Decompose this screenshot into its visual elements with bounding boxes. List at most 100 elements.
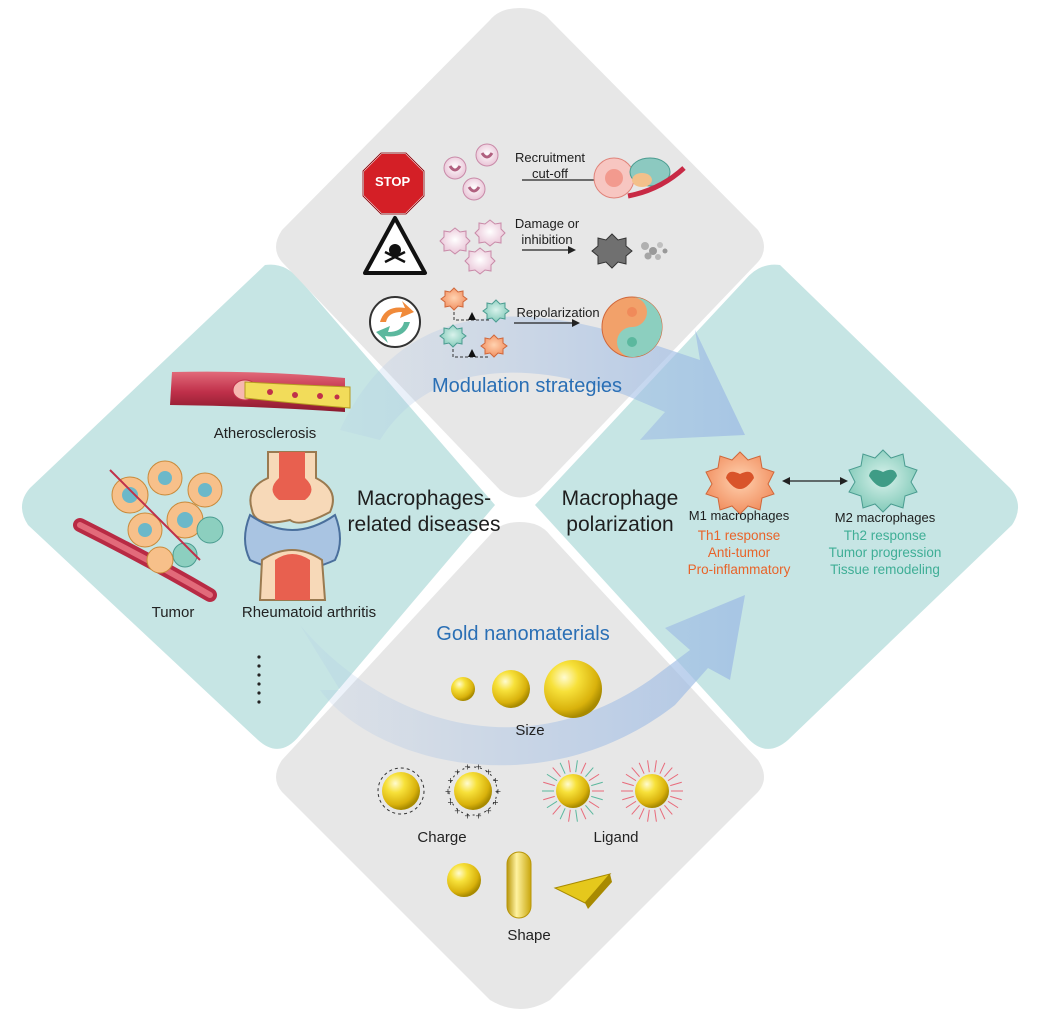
recruitment-cutoff-label: Recruitment cut-off [514, 150, 586, 181]
size-gold-spheres [451, 660, 602, 718]
ligand-ray [638, 808, 645, 820]
ligand-ray [543, 795, 555, 801]
ligand-ray [664, 805, 673, 815]
m1-trait-th1: Th1 response [697, 528, 781, 543]
ligand-ray [575, 760, 578, 773]
charge-gold-spheres: ++++++++++++++ [377, 763, 502, 820]
stop-sign-icon [362, 152, 425, 215]
ligand-ray [631, 805, 640, 815]
ligand-ray [588, 773, 600, 782]
ligand-ray [591, 795, 603, 801]
ligand-ray [580, 762, 587, 774]
charge-plus-mark: + [475, 811, 482, 820]
charge-plus-mark: + [445, 787, 452, 796]
m1-macrophage-icon [705, 451, 775, 515]
shape-gold-particles [447, 851, 612, 919]
more-diseases-ellipsis [257, 655, 261, 704]
m1-macrophages-label: M1 macrophages [688, 508, 790, 523]
ligand-ray [670, 795, 682, 801]
ligand-ray [575, 809, 578, 822]
m1-m2-double-arrow [782, 477, 848, 485]
bottom-flow-arrow [300, 595, 745, 766]
ligand-ray [552, 767, 561, 777]
charge-plus-mark: + [454, 767, 461, 776]
ligand-ray [546, 800, 558, 809]
ligand-ray [546, 773, 558, 782]
ligand-ray [568, 760, 571, 773]
ligand-ray [585, 767, 594, 777]
ligand-ray [622, 795, 634, 801]
macrophage-polarization-title: Macrophage polarization [561, 487, 679, 536]
rheumatoid-arthritis-label: Rheumatoid arthritis [241, 604, 377, 621]
ligand-ray [559, 762, 566, 774]
shape-label: Shape [507, 927, 551, 944]
charge-plus-mark: + [447, 776, 454, 785]
yin-yang-macrophage-icon [601, 296, 663, 358]
ligand-ray [647, 809, 650, 822]
repolarization-label: Repolarization [516, 305, 600, 320]
ligand-ray [659, 762, 666, 774]
m2-trait-th2: Th2 response [843, 528, 927, 543]
atherosclerosis-label: Atherosclerosis [213, 425, 317, 442]
ligand-ray [631, 767, 640, 777]
damage-arrow [522, 246, 576, 254]
damaged-cell-icon [591, 233, 668, 269]
hazard-toxic-icon [363, 216, 427, 275]
m1-trait-antitumor: Anti-tumor [707, 545, 771, 560]
ligand-ray [585, 805, 594, 815]
switching-macrophage-cells [439, 287, 510, 358]
ligand-ray [654, 809, 657, 822]
ligand-ray [568, 809, 571, 822]
pink-macrophage-cells [439, 219, 506, 275]
ligand-label: Ligand [593, 829, 639, 846]
modulation-strategies-title: Modulation strategies [431, 375, 623, 397]
ligand-ray [591, 781, 603, 787]
m2-macrophage-icon [848, 449, 918, 513]
charge-plus-mark: + [492, 776, 499, 785]
ligand-ray [625, 773, 637, 782]
charge-plus-mark: + [475, 763, 482, 772]
ligand-ray [552, 805, 561, 815]
bottom-gray-quadrant [276, 522, 764, 1009]
macrophages-diseases-title: Macrophages- related diseases [347, 487, 501, 536]
charge-plus-mark: + [492, 798, 499, 807]
ligand-ray [670, 781, 682, 787]
charge-plus-mark: + [447, 798, 454, 807]
ligand-ray [654, 760, 657, 773]
ligand-ray [659, 808, 666, 820]
ligand-ray [622, 781, 634, 787]
ligand-ray [647, 760, 650, 773]
tumor-label: Tumor [151, 604, 195, 621]
stop-sign-text: STOP [375, 174, 411, 189]
charge-plus-mark: + [464, 811, 471, 820]
tumor-vessel-icon [593, 157, 686, 199]
ligand-ray [638, 762, 645, 774]
m2-trait-tumor-progression: Tumor progression [828, 545, 942, 560]
ligand-ray [559, 808, 566, 820]
ligand-ray [667, 800, 679, 809]
charge-plus-mark: + [454, 807, 461, 816]
ligand-gold-spheres [542, 760, 683, 822]
m2-trait-tissue-remodeling: Tissue remodeling [830, 562, 940, 577]
ligand-ray [664, 767, 673, 777]
repolarization-icon [369, 296, 421, 348]
tumor-cluster-icon [73, 460, 224, 602]
charge-plus-mark: + [485, 767, 492, 776]
charge-plus-mark: + [485, 807, 492, 816]
m1-trait-proinflammatory: Pro-inflammatory [687, 562, 791, 577]
joint-arthritis-icon [244, 451, 341, 601]
size-label: Size [515, 722, 545, 739]
charge-plus-mark: + [464, 763, 471, 772]
m2-macrophages-label: M2 macrophages [834, 510, 936, 525]
atherosclerosis-vessel-icon [170, 371, 351, 412]
pink-monocyte-cells [443, 143, 499, 201]
repolarization-arrow [514, 319, 580, 327]
ligand-ray [588, 800, 600, 809]
gold-nanomaterials-title: Gold nanomaterials [436, 623, 610, 645]
ligand-ray [543, 781, 555, 787]
charge-label: Charge [417, 829, 467, 846]
damage-inhibition-label: Damage or inhibition [514, 216, 580, 247]
charge-plus-mark: + [495, 787, 502, 796]
